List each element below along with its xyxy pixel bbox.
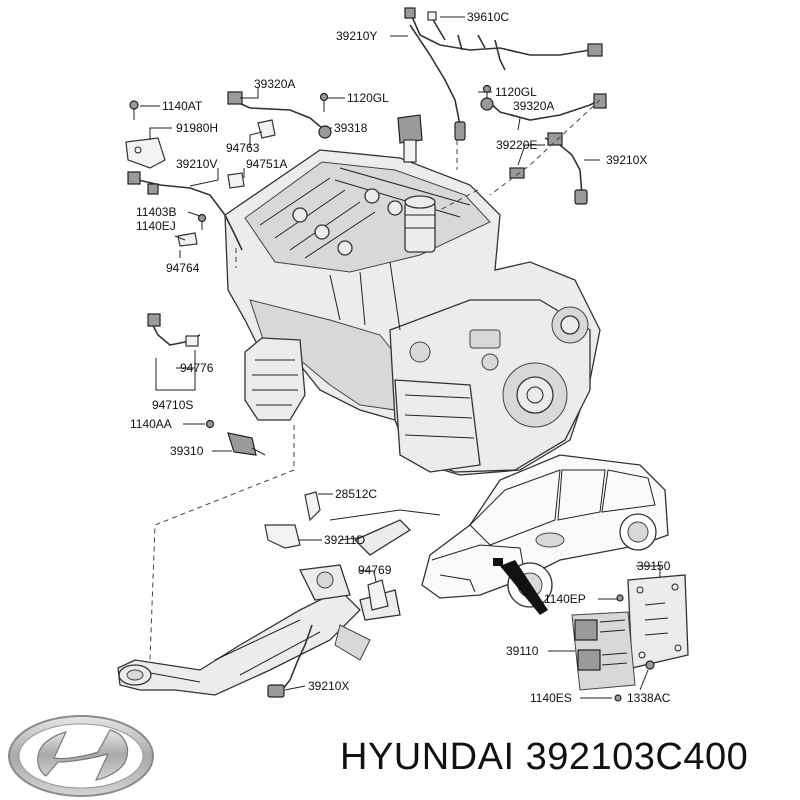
label-94763: 94763 xyxy=(226,141,260,155)
label-39210V: 39210V xyxy=(176,157,217,171)
label-94751A: 94751A xyxy=(246,157,287,171)
engine-assembly xyxy=(224,149,601,476)
label-39210X-top: 39210X xyxy=(606,153,647,167)
label-39310: 39310 xyxy=(170,444,204,458)
label-39220E: 39220E xyxy=(496,138,537,152)
label-94769: 94769 xyxy=(358,563,392,577)
label-1120GL-right: 1120GL xyxy=(495,85,537,99)
exhaust-pipe xyxy=(117,509,441,696)
label-1140AA: 1140AA xyxy=(130,417,172,431)
label-91980H: 91980H xyxy=(176,121,218,135)
label-39210Y: 39210Y xyxy=(336,29,377,43)
label-1140EP: 1140EP xyxy=(544,592,586,606)
label-39610C: 39610C xyxy=(467,10,509,24)
label-39320A-right: 39320A xyxy=(513,99,554,113)
hyundai-logo-icon xyxy=(8,715,154,797)
reference-lines xyxy=(149,99,601,661)
label-39110: 39110 xyxy=(506,644,539,658)
part-labels: 39610C 39210Y 1140AT 39320A 1120GL 1120G… xyxy=(130,10,671,705)
label-39320A-top: 39320A xyxy=(254,77,295,91)
label-1140ES: 1140ES xyxy=(530,691,572,705)
label-28512C: 28512C xyxy=(335,487,377,501)
label-94776: 94776 xyxy=(180,361,214,375)
label-1140AT: 1140AT xyxy=(162,99,203,113)
vehicle-illustration xyxy=(421,454,669,615)
label-39211D: 39211D xyxy=(324,533,365,547)
ecu-module xyxy=(571,574,689,702)
label-1120GL-top: 1120GL xyxy=(347,91,389,105)
label-39210X-bottom: 39210X xyxy=(308,679,349,693)
label-94710S: 94710S xyxy=(152,398,193,412)
label-39318: 39318 xyxy=(334,121,368,135)
label-94764: 94764 xyxy=(166,261,200,275)
label-1140EJ: 1140EJ xyxy=(136,219,176,233)
label-1338AC: 1338AC xyxy=(627,691,671,705)
part-number-caption: HYUNDAI 392103C400 xyxy=(340,736,749,778)
label-11403B: 11403B xyxy=(136,205,176,219)
label-39150: 39150 xyxy=(637,559,671,573)
leader-lines xyxy=(140,16,661,699)
sensor-parts xyxy=(125,7,607,698)
